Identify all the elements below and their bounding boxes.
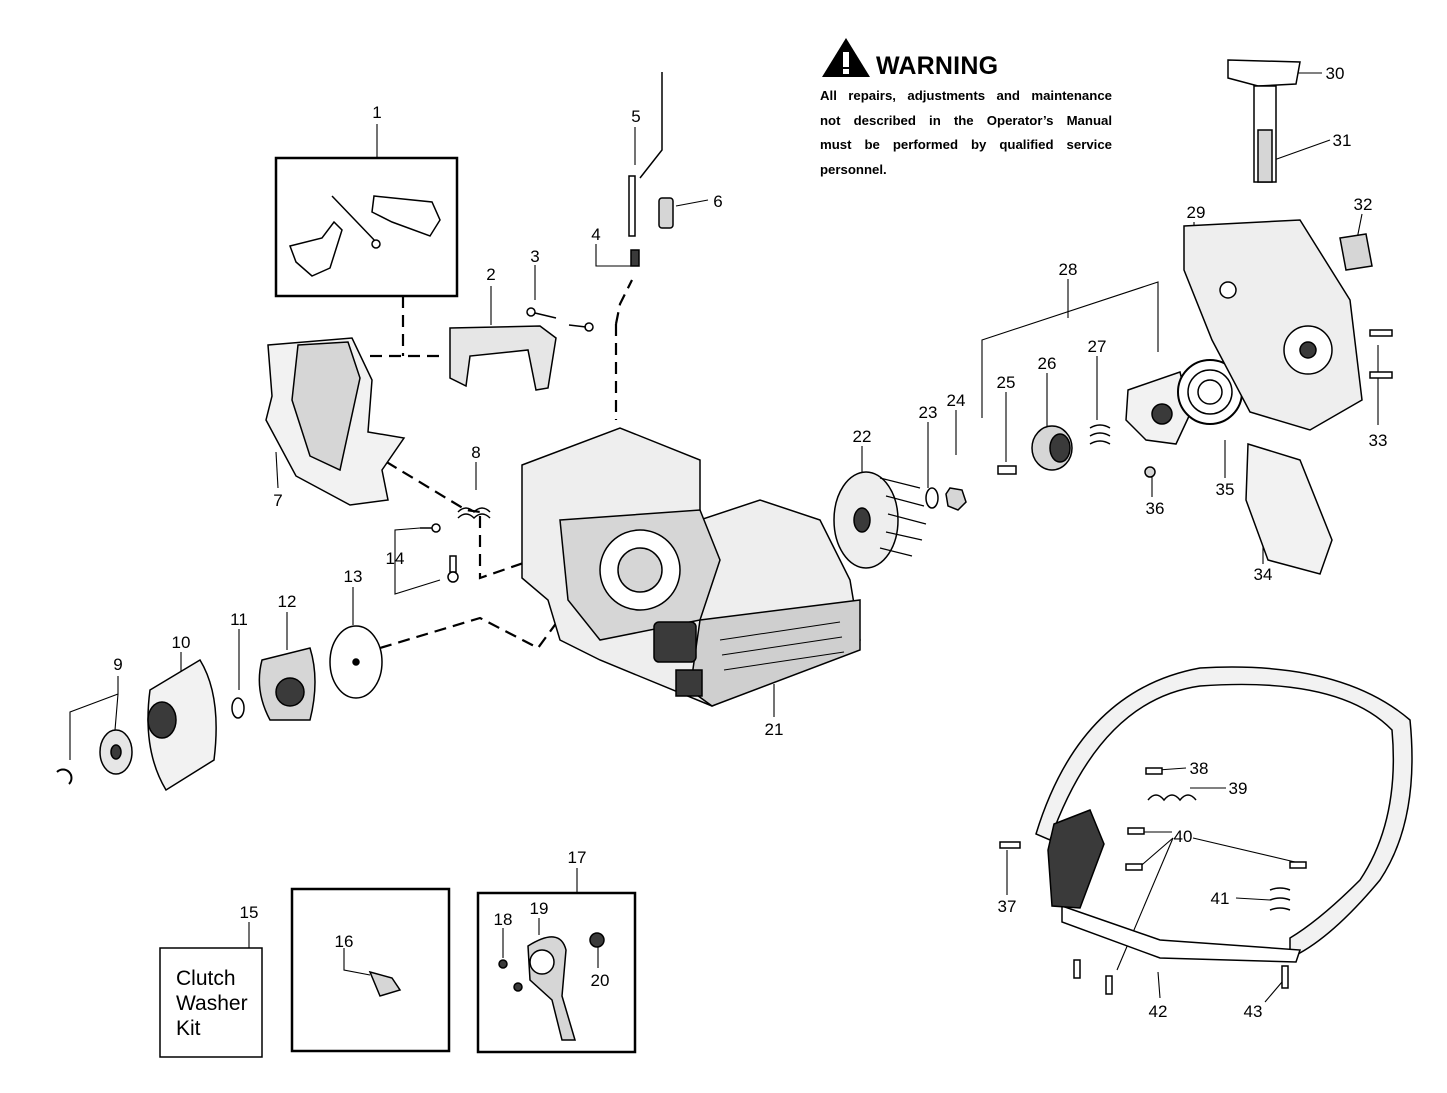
- chain-brake-parts: [289, 195, 441, 277]
- callout-33: 33: [1369, 431, 1388, 450]
- clutch-washer-kit-label: Clutch Washer Kit: [176, 966, 248, 1041]
- kit-label-line: Washer: [176, 992, 248, 1015]
- warning-line: All repairs, adjustments and maintenance: [820, 88, 1112, 103]
- kit-box-17: [476, 891, 637, 1054]
- callout-42: 42: [1149, 1002, 1168, 1021]
- callout-16: 16: [335, 932, 354, 951]
- callout-28: 28: [1059, 260, 1078, 279]
- callout-23: 23: [919, 403, 938, 422]
- warning-line: not described in the Operator’s Manual: [820, 112, 1112, 128]
- callout-9: 9: [113, 655, 122, 674]
- callout-30: 30: [1326, 64, 1345, 83]
- warning-line: personnel.: [820, 161, 887, 177]
- callout-10: 10: [172, 633, 191, 652]
- parts: [56, 59, 1413, 1041]
- kit-box-1: [274, 156, 459, 298]
- callout-21: 21: [765, 720, 784, 739]
- kit-box-16: [290, 887, 451, 1053]
- warning-text: All repairs, adjustments and maintenance…: [820, 84, 1112, 182]
- callout-25: 25: [997, 373, 1016, 392]
- callout-35: 35: [1216, 480, 1235, 499]
- callout-40: 40: [1174, 827, 1193, 846]
- leader-lines: [69, 72, 1379, 1003]
- callout-26: 26: [1038, 354, 1057, 373]
- callout-5: 5: [631, 107, 640, 126]
- callout-14: 14: [386, 549, 405, 568]
- callout-39: 39: [1229, 779, 1248, 798]
- callout-37: 37: [998, 897, 1017, 916]
- callout-18: 18: [494, 910, 513, 929]
- callout-4: 4: [591, 225, 600, 244]
- kit-label-line: Kit: [176, 1017, 201, 1040]
- warning-line: must be performed by qualified service: [820, 137, 1112, 153]
- callout-15: 15: [240, 903, 259, 922]
- callout-29: 29: [1187, 203, 1206, 222]
- callout-3: 3: [530, 247, 539, 266]
- callout-17: 17: [568, 848, 587, 867]
- callout-6: 6: [713, 192, 722, 211]
- callout-numbers: 1 2 3 4 5 6 7 8 9 10 11 12 13 14 15 16 1…: [113, 64, 1387, 1021]
- kit-label-line: Clutch: [176, 967, 236, 990]
- callout-8: 8: [471, 443, 480, 462]
- callout-41: 41: [1211, 889, 1230, 908]
- warning-title: WARNING: [876, 52, 999, 80]
- callout-20: 20: [591, 971, 610, 990]
- callout-34: 34: [1254, 565, 1273, 584]
- callout-13: 13: [344, 567, 363, 586]
- callout-38: 38: [1190, 759, 1209, 778]
- callout-27: 27: [1088, 337, 1107, 356]
- callout-2: 2: [486, 265, 495, 284]
- callout-36: 36: [1146, 499, 1165, 518]
- callout-11: 11: [230, 610, 248, 629]
- callout-31: 31: [1333, 131, 1352, 150]
- screw-3: [526, 307, 594, 332]
- callout-22: 22: [853, 427, 872, 446]
- warning-triangle-icon: [822, 38, 870, 77]
- callout-24: 24: [947, 391, 966, 410]
- callout-32: 32: [1354, 195, 1373, 214]
- callout-7: 7: [273, 491, 282, 510]
- callout-19: 19: [530, 899, 549, 918]
- callout-43: 43: [1244, 1002, 1263, 1021]
- kit-box-15: [159, 947, 263, 1058]
- callout-1: 1: [372, 103, 381, 122]
- callout-12: 12: [278, 592, 297, 611]
